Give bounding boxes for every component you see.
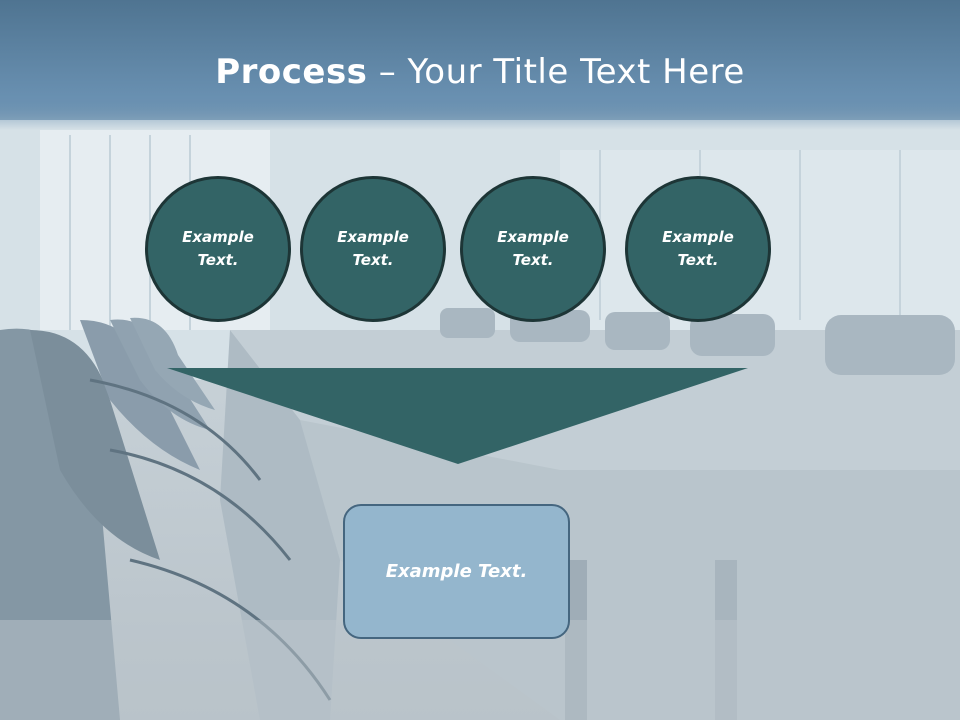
process-circle-4[interactable]: Example Text. (625, 176, 771, 322)
title-band (0, 0, 960, 130)
title-rest: – Your Title Text Here (367, 52, 745, 92)
process-circle-label: Example Text. (182, 228, 254, 269)
process-circle-3[interactable]: Example Text. (460, 176, 606, 322)
process-circle-label: Example Text. (497, 228, 569, 269)
process-circle-2[interactable]: Example Text. (300, 176, 446, 322)
process-circle-label: Example Text. (662, 228, 734, 269)
result-box-label: Example Text. (385, 561, 528, 582)
funnel-arrow (167, 368, 748, 464)
process-circle-1[interactable]: Example Text. (145, 176, 291, 322)
title-bold-word: Process (215, 52, 368, 92)
result-box[interactable]: Example Text. (343, 504, 570, 639)
process-circle-label: Example Text. (337, 228, 409, 269)
slide-title[interactable]: Process – Your Title Text Here (0, 52, 960, 92)
